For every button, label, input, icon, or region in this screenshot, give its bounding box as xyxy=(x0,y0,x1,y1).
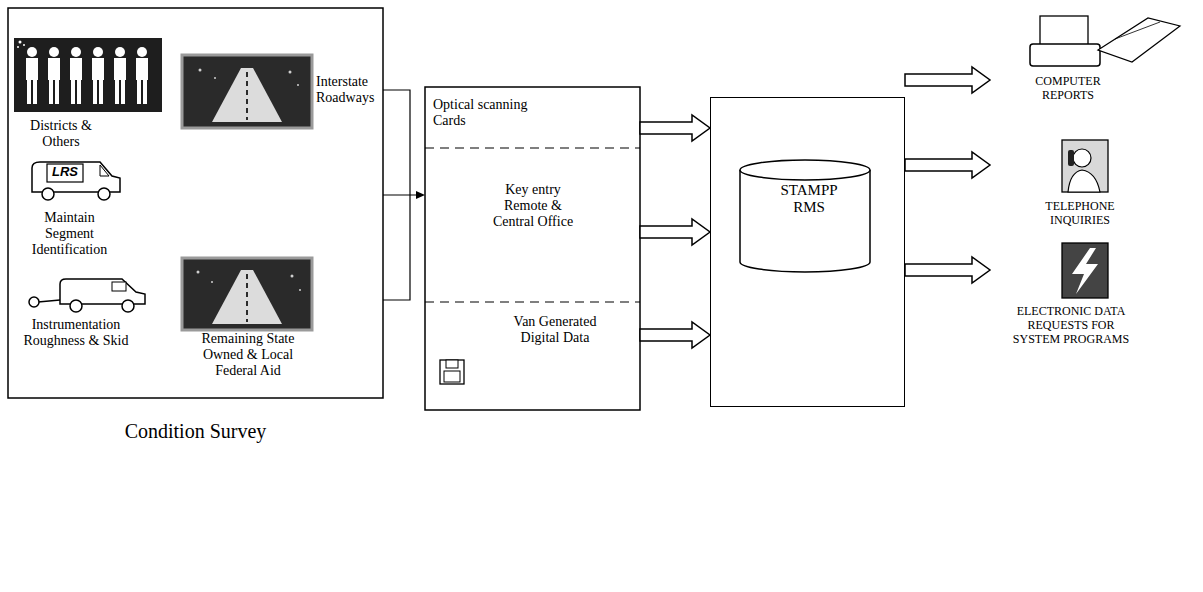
block-arrow xyxy=(640,322,710,348)
input-section: Van Generated Digital Data xyxy=(425,302,640,410)
node-label: Districts & Others xyxy=(28,118,94,150)
node-label: ELECTRONIC DATA REQUESTS FOR SYSTEM PROG… xyxy=(1010,305,1132,346)
node-label: Optical scanning Cards xyxy=(433,97,548,129)
source-item: Interstate Roadways xyxy=(182,52,380,132)
block-arrow xyxy=(905,152,990,178)
flow-arrow xyxy=(383,191,425,199)
output-item: COMPUTER REPORTS xyxy=(990,10,1190,120)
input-section: Key entry Remote & Central Office xyxy=(425,148,640,302)
label-holder: LRS xyxy=(47,165,83,180)
node-label: Maintain Segment Identification xyxy=(22,210,117,258)
source-item: Districts & Others xyxy=(14,36,164,155)
source-item: Remaining State Owned & Local Federal Ai… xyxy=(178,255,318,390)
node-label: Remaining State Owned & Local Federal Ai… xyxy=(182,331,314,379)
node-label: Instrumentation Roughness & Skid xyxy=(16,317,136,349)
node-label: TELEPHONE INQUIRIES xyxy=(1035,200,1125,228)
input-section: Optical scanning Cards xyxy=(425,87,640,148)
source-item: Instrumentation Roughness & Skid xyxy=(16,272,166,372)
block-arrow xyxy=(640,115,710,141)
survey-panel: Condition Survey Districts & Others Inters… xyxy=(8,8,383,478)
block-arrow xyxy=(905,257,990,283)
icon-label: LRS xyxy=(47,165,83,180)
node-label: Interstate Roadways xyxy=(316,74,378,106)
output-item: TELEPHONE INQUIRIES xyxy=(990,135,1190,235)
node-label: Van Generated Digital Data xyxy=(513,314,597,346)
node-label: COMPUTER REPORTS xyxy=(1020,75,1116,103)
panel-caption: Condition Survey xyxy=(8,420,383,443)
block-arrow xyxy=(905,67,990,93)
node-label: STAMPP RMS xyxy=(769,182,849,217)
output-item: ELECTRONIC DATA REQUESTS FOR SYSTEM PROG… xyxy=(990,240,1190,400)
node-label: Key entry Remote & Central Office xyxy=(487,182,579,230)
database-box: STAMPP RMS xyxy=(710,97,905,407)
block-arrow xyxy=(640,219,710,245)
